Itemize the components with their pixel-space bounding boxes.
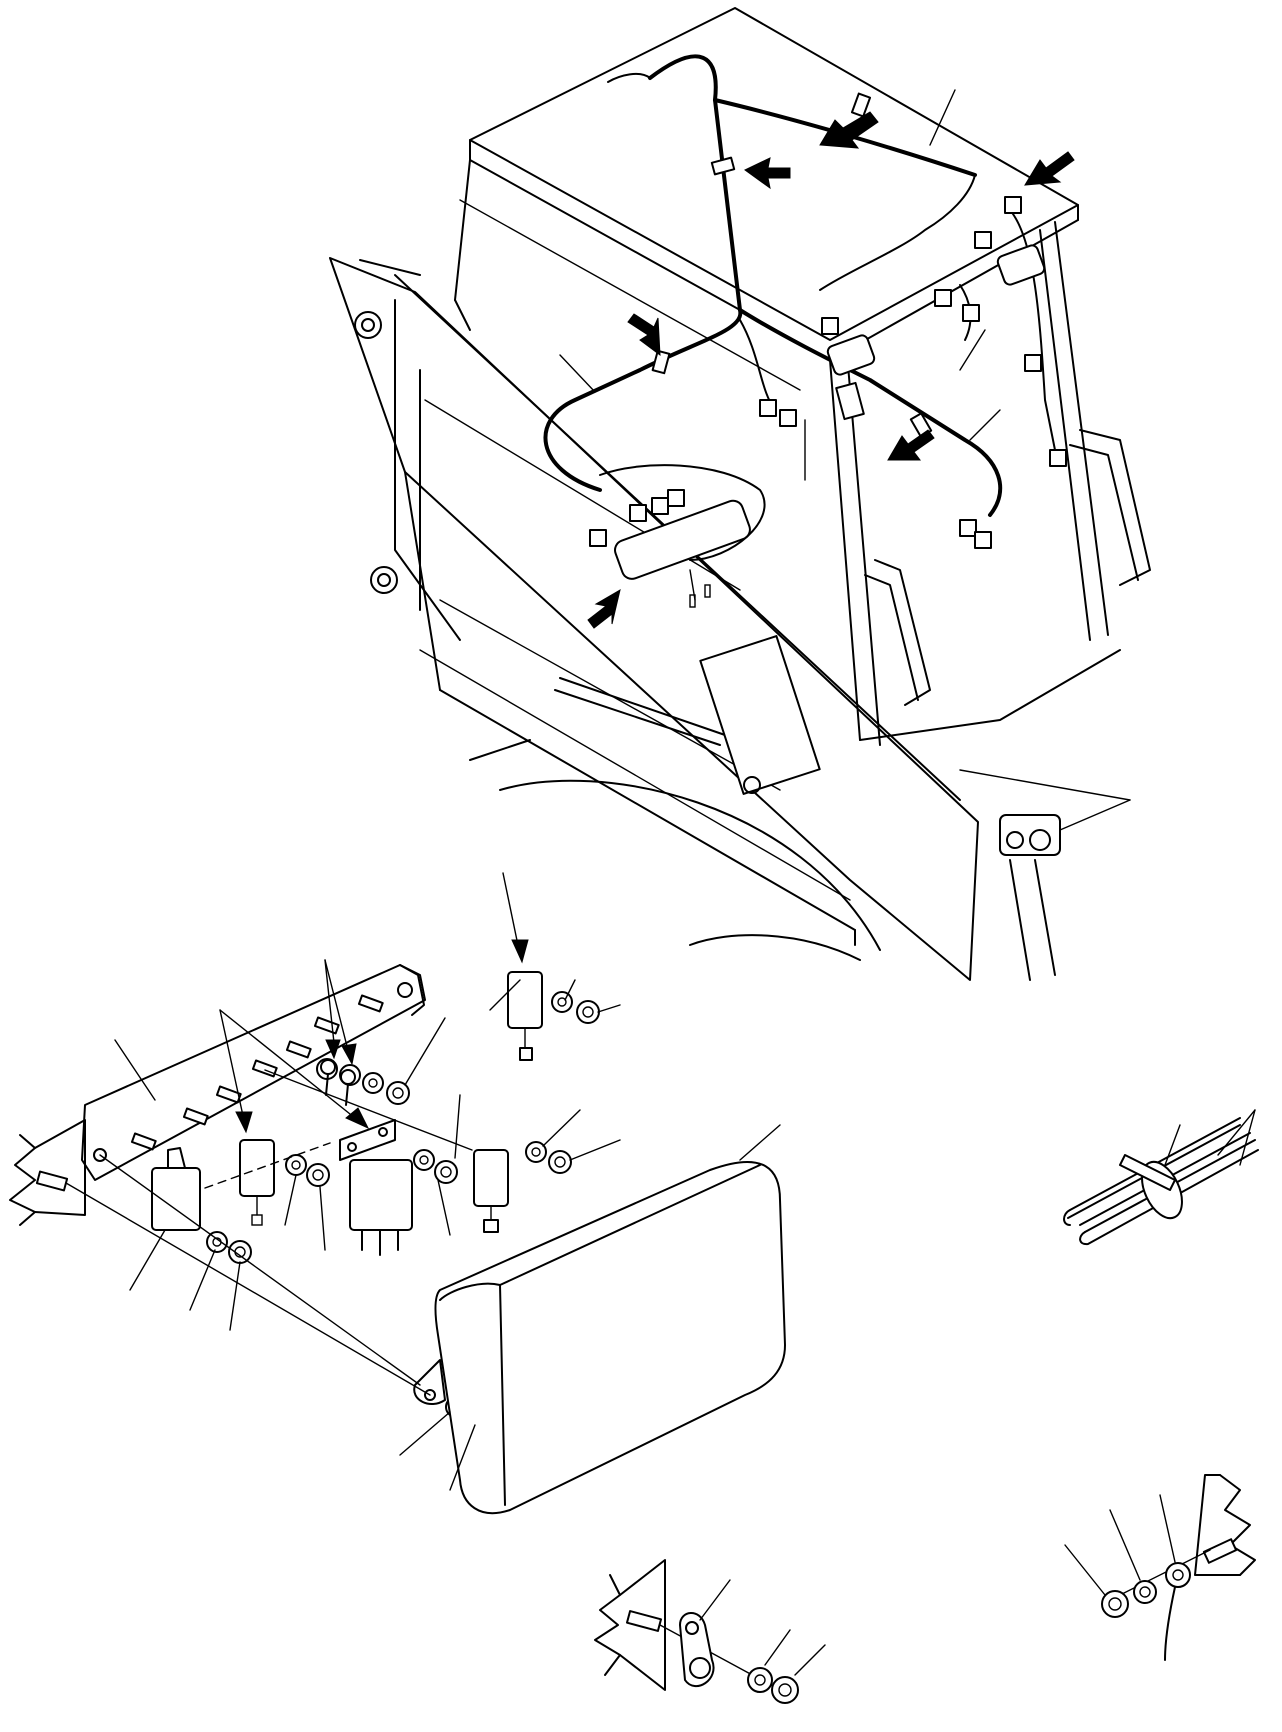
leader-lines-upper: [559, 89, 1001, 481]
leader-lines-lower: [114, 979, 781, 1491]
relay-cover: [413, 1160, 786, 1515]
nuts-and-washers: [206, 991, 600, 1429]
panel-arrows: [219, 872, 529, 1134]
cable-tie-detail: [1063, 1109, 1259, 1246]
ground-terminal-detail-center: [594, 1559, 826, 1704]
ground-terminal-detail-right: [1064, 1474, 1256, 1661]
assembly-centerlines: [204, 979, 521, 1189]
relay-components: [151, 971, 543, 1256]
cab-structure: [329, 7, 1151, 981]
indicator-arrows: [587, 111, 1075, 629]
relay-mounting-plate: [81, 964, 426, 1181]
wiring-harness: [543, 54, 1067, 608]
mounting-bolt-left: [9, 1119, 431, 1396]
